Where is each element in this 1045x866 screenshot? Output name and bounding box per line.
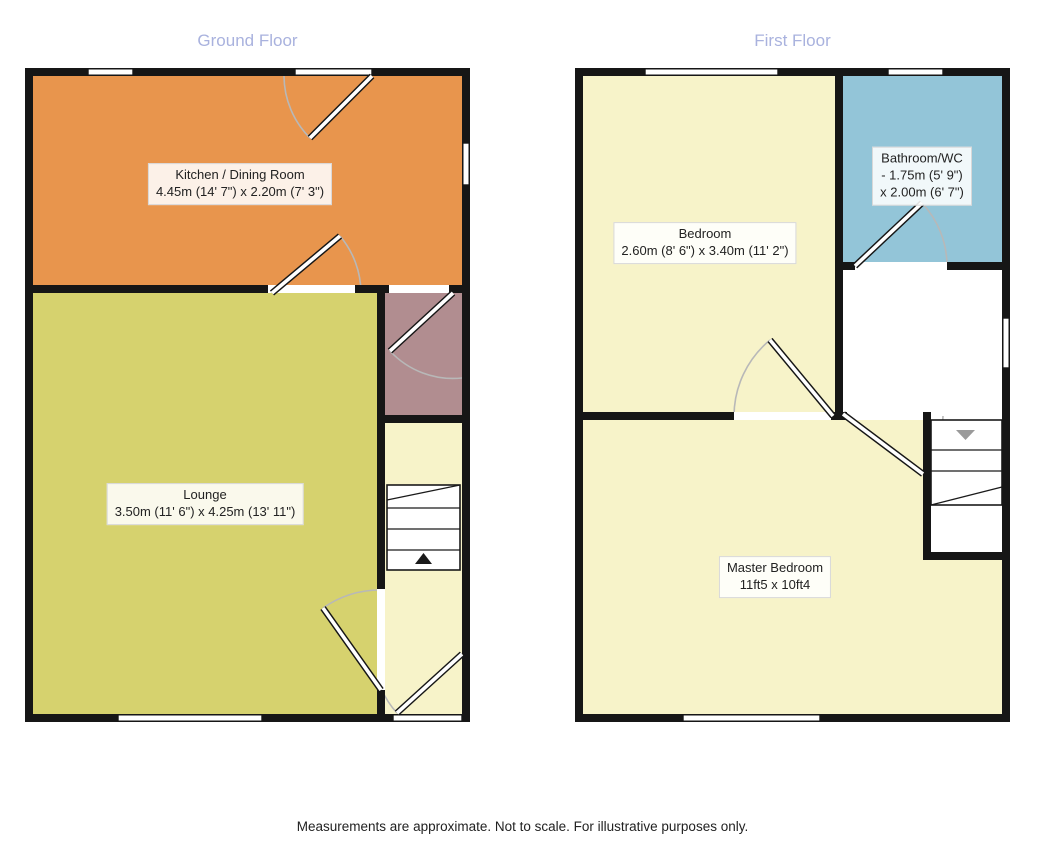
bedroom-label: Bedroom 2.60m (8' 6") x 3.40m (11' 2") [613, 222, 797, 264]
storage-room [377, 285, 462, 423]
bedroom-label-dims: 2.60m (8' 6") x 3.40m (11' 2") [621, 243, 789, 258]
bathroom-door-arc [921, 202, 948, 267]
ground-windows [87, 68, 470, 722]
front-door-leaf [394, 651, 465, 716]
bedroom-door-arc [733, 339, 771, 417]
lounge-label-name: Lounge [183, 487, 227, 503]
window [117, 714, 263, 722]
landing [839, 262, 1002, 420]
window [644, 68, 779, 76]
back-door-opening [294, 68, 373, 76]
window [887, 68, 944, 76]
kitchen-label-name: Kitchen / Dining Room [175, 167, 305, 183]
door-leaves [767, 200, 925, 477]
kitchen-label-dims: 4.45m (14' 7") x 2.20m (7' 3") [155, 184, 325, 199]
window [87, 68, 134, 76]
kitchen-label: Kitchen / Dining Room 4.45m (14' 7") x 2… [147, 163, 333, 205]
kitchen-door-leaf [269, 233, 343, 296]
disclaimer-text: Measurements are approximate. Not to sca… [296, 819, 749, 834]
storage-door-leaf [387, 290, 456, 354]
door-leaves [269, 73, 465, 716]
bathroom-label-name: Bathroom/WC [881, 150, 963, 166]
first-floor-plan: Bedroom 2.60m (8' 6") x 3.40m (11' 2") B… [575, 68, 1010, 722]
ground-floor-plan: Kitchen / Dining Room 4.45m (14' 7") x 2… [25, 68, 470, 722]
back-door-leaf [307, 73, 375, 141]
bathroom-label-dims: - 1.75m (5' 9") x 2.00m (6' 7") [880, 167, 964, 200]
bathroom-label: Bathroom/WC - 1.75m (5' 9") x 2.00m (6' … [872, 146, 972, 206]
lounge-label-dims: 3.50m (11' 6") x 4.25m (13' 11") [114, 504, 296, 519]
bathroom-door-leaf [852, 200, 925, 269]
first-floor-title: First Floor [754, 31, 831, 50]
window [1002, 317, 1010, 369]
storage-door-arc [389, 350, 463, 380]
lounge-door-arc [322, 589, 382, 609]
stairs-up-arrow-icon [415, 553, 432, 564]
window [462, 142, 470, 186]
stairs-down-arrow-icon [956, 430, 975, 440]
lounge-label: Lounge 3.50m (11' 6") x 4.25m (13' 11") [106, 483, 304, 525]
master-bedroom-room-right [923, 552, 1002, 714]
master-bedroom-label-name: Master Bedroom [726, 560, 824, 576]
staircase-up [386, 484, 461, 571]
master-bedroom-label: Master Bedroom 11ft5 x 10ft4 [718, 556, 832, 598]
master-bedroom-label-dims: 11ft5 x 10ft4 [739, 577, 811, 592]
staircase-down [930, 419, 1003, 506]
bedroom-door-leaf [767, 337, 836, 419]
lounge-door-leaf [320, 606, 384, 692]
bedroom-label-name: Bedroom [678, 226, 732, 242]
master-door-leaf [841, 411, 925, 477]
ground-floor-title: Ground Floor [197, 31, 298, 50]
first-windows [644, 68, 1010, 722]
back-door-arc [283, 75, 311, 139]
window [682, 714, 821, 722]
front-door-opening [392, 714, 463, 722]
